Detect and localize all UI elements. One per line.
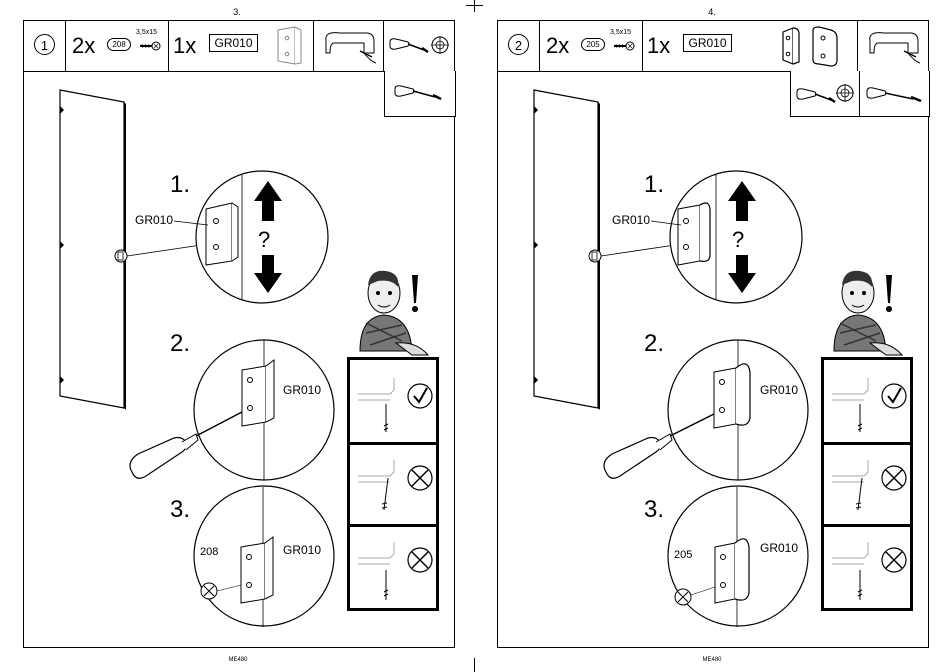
crop-mark-bottom: [474, 658, 475, 672]
part-cell: 1x GR010: [169, 21, 314, 71]
screw-cell: 2x 208 3,5x15: [66, 21, 169, 71]
handle-profile-icon: [864, 27, 922, 67]
handle-profile-cell: [314, 21, 384, 71]
instruction-panel-right: 2 2x 205 3,5x15 1x GR010: [497, 20, 929, 648]
step-3-label: 3.: [170, 496, 190, 524]
step-cell: 1: [24, 21, 66, 71]
screw-cell: 2x 205 3,5x15: [540, 21, 643, 71]
step-3-label: 3.: [644, 496, 664, 524]
mounting-options: [350, 360, 436, 608]
step-2-detail: [124, 326, 364, 496]
screw-quantity: 2x: [546, 33, 569, 59]
step-2-part-callout: GR010: [760, 383, 798, 397]
screw-size: 3,5x15: [610, 29, 631, 36]
part-cell: 1x GR010: [643, 21, 858, 71]
bracket-icon: [773, 26, 807, 68]
warning-exclamation-icon: [412, 275, 418, 303]
step-cell: 2: [498, 21, 540, 71]
step-3-screw-label: 208: [200, 546, 218, 558]
step-2-detail: [598, 326, 838, 496]
step-3-part-callout: GR010: [283, 543, 321, 557]
step-2-part-callout: GR010: [283, 383, 321, 397]
page-number-left: 3.: [217, 7, 257, 17]
part-code: GR010: [209, 34, 258, 52]
phillips-head-icon: [430, 35, 450, 55]
step-1-part-callout: GR010: [612, 213, 650, 227]
step-3-part-callout: GR010: [760, 541, 798, 555]
bracket-icon-alt: [809, 26, 843, 68]
screw-code: 205: [581, 38, 605, 51]
svg-text:?: ?: [258, 227, 270, 252]
flat-screwdriver-icon: [865, 85, 925, 105]
check-icon: [408, 384, 432, 408]
step-badge: 2: [508, 34, 529, 55]
step-1-detail: ?: [192, 167, 332, 307]
footer-code-right: ME480: [692, 657, 732, 663]
callout-leader: [174, 219, 214, 231]
mounting-options: [824, 360, 910, 608]
assistant-character: [356, 251, 446, 361]
screwdriver-icon: [795, 86, 837, 106]
crop-mark-top: [474, 0, 475, 12]
step-1-label: 1.: [644, 171, 664, 199]
screwdriver-icon: [388, 36, 430, 56]
instruction-panel-left: 1 2x 208 3,5x15 1x GR010: [23, 20, 455, 648]
bracket-icon: [275, 26, 305, 66]
step-badge: 1: [34, 34, 55, 55]
parts-header: 2 2x 205 3,5x15 1x GR010: [498, 21, 928, 72]
page-number-right: 4.: [692, 7, 732, 17]
step-3-screw-label: 205: [674, 549, 692, 561]
handle-profile-icon: [320, 27, 378, 67]
handle-profile-cell: [858, 21, 930, 71]
parts-header: 1 2x 208 3,5x15 1x GR010: [24, 21, 454, 72]
step-1-part-callout: GR010: [135, 213, 173, 227]
step-1-detail: ?: [666, 167, 806, 307]
footer-code-left: ME480: [218, 657, 258, 663]
correct-incorrect-panel: [347, 357, 439, 611]
tools-cell: [384, 21, 456, 71]
callout-leader: [651, 219, 691, 231]
check-icon: [882, 384, 906, 408]
correct-incorrect-panel: [821, 357, 913, 611]
phillips-head-icon: [835, 83, 855, 103]
flat-screwdriver-icon: [393, 83, 443, 103]
screw-code: 208: [107, 38, 131, 51]
step-1-label: 1.: [170, 171, 190, 199]
warning-exclamation-icon: [886, 275, 892, 303]
svg-text:?: ?: [732, 227, 744, 252]
part-code: GR010: [683, 34, 732, 52]
tools-cell: [790, 71, 930, 117]
extra-tool-cell: [384, 71, 456, 117]
screw-quantity: 2x: [72, 33, 95, 59]
assistant-character: [830, 251, 920, 361]
crop-mark-top-h: [466, 5, 483, 6]
screw-icon: [612, 41, 634, 53]
screw-size: 3,5x15: [136, 29, 157, 36]
screw-icon: [138, 41, 160, 53]
part-quantity: 1x: [647, 33, 670, 59]
part-quantity: 1x: [173, 33, 196, 59]
